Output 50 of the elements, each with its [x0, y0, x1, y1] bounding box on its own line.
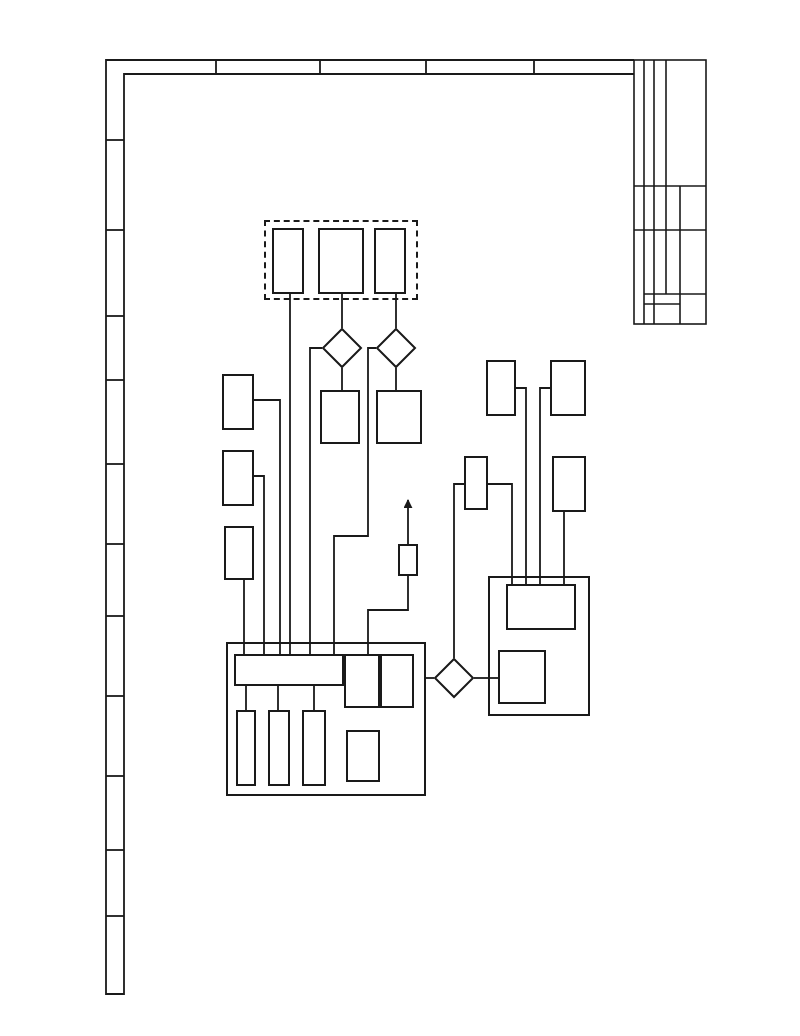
connector-line	[341, 293, 343, 329]
block-box	[320, 390, 360, 444]
block-box	[550, 360, 586, 416]
connector-line	[395, 293, 397, 329]
block-box	[302, 710, 326, 786]
connector-line	[313, 685, 315, 711]
connector-line	[333, 347, 377, 655]
connector-line	[563, 511, 565, 585]
block-box	[464, 456, 488, 510]
connector-line	[245, 685, 247, 711]
group-frame	[488, 576, 590, 716]
block-box	[318, 228, 364, 294]
block-box	[380, 654, 414, 708]
block-box	[272, 228, 304, 294]
connector-line	[309, 347, 323, 655]
connector-line	[515, 387, 527, 585]
group-frame	[226, 642, 426, 796]
connector-line	[253, 475, 265, 655]
connector-line	[395, 367, 397, 391]
block-box	[222, 450, 254, 506]
connector-line	[425, 677, 435, 679]
arrow	[403, 499, 413, 545]
connector-line	[367, 575, 409, 655]
block-box	[498, 650, 546, 704]
connector-line	[473, 677, 499, 679]
connector-line	[277, 685, 279, 711]
connector-line	[341, 367, 343, 391]
block-box	[222, 374, 254, 430]
block-box	[486, 360, 516, 416]
block-box	[344, 654, 380, 708]
block-box	[376, 390, 422, 444]
block-box	[374, 228, 406, 294]
block-box	[398, 544, 418, 576]
block-box	[224, 526, 254, 580]
connector-line	[289, 293, 291, 655]
block-box	[268, 710, 290, 786]
block-box	[506, 584, 576, 630]
connector-line	[453, 483, 465, 659]
connector-line	[487, 483, 513, 585]
dashed-group-frame	[264, 220, 418, 300]
block-box	[236, 710, 256, 786]
connector-line	[539, 387, 551, 585]
decision-diamond	[376, 328, 416, 368]
block-box	[552, 456, 586, 512]
block-box	[346, 730, 380, 782]
decision-diamond	[434, 658, 474, 698]
connector-line	[243, 579, 245, 655]
block-box	[234, 654, 344, 686]
connector-line	[253, 399, 281, 655]
decision-diamond	[322, 328, 362, 368]
